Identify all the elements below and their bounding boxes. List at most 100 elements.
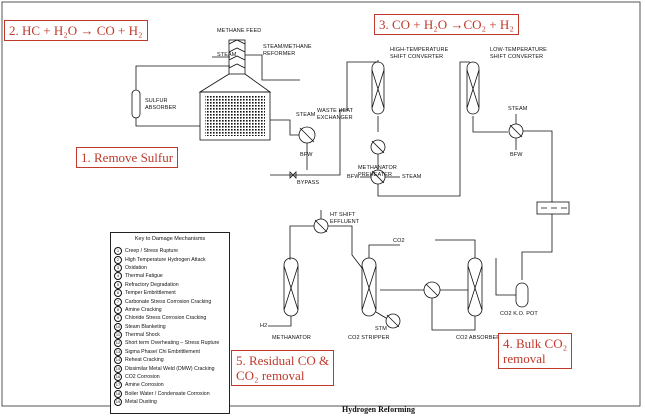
diagram-frame (1, 1, 641, 407)
co2-absorber-vessel (435, 239, 483, 317)
methane-feed-label: METHANE FEED (217, 28, 262, 34)
bypass-label: BYPASS (297, 180, 320, 186)
ht-effluent-label: HT SHIFT EFFLUENT (330, 212, 360, 225)
methanator-preheater-label: METHANATOR PREHEATER (358, 165, 397, 178)
h2-label: H2 (260, 323, 268, 329)
co2-stripper-label: CO2 STRIPPER (348, 335, 390, 341)
bfw-label-3: BFW (347, 174, 360, 180)
legend-item-number: 13 (114, 347, 122, 356)
co2-ko-pot-label: CO2 K.O. POT (500, 311, 538, 317)
legend-item-number: 18 (114, 389, 122, 398)
lean-rich-exchanger (380, 281, 476, 331)
lt-shift-label: LOW-TEMPERATURE SHIFT CONVERTER (490, 47, 547, 60)
callout-bulk-co2-line1: 4. Bulk CO₂ (503, 336, 568, 351)
legend-item-text: CO2 Corrosion (125, 374, 160, 381)
steam-lt-label: STEAM (508, 106, 528, 112)
ht-shift-converter (346, 60, 385, 132)
reformer-hood (198, 73, 272, 93)
reformer-box (199, 91, 271, 141)
legend-item-number: 6 (114, 289, 122, 298)
legend-item-number: 19 (114, 398, 122, 407)
legend-item-number: 3 (114, 263, 122, 272)
methanator-preheater (360, 61, 470, 197)
callout-remove-sulfur: 1. Remove Sulfur (76, 147, 179, 168)
legend-item-text: Carbonate Stress Corrosion Cracking (125, 298, 212, 305)
legend-item-number: 7 (114, 297, 122, 306)
legend-item-text: Thermal Shock (125, 332, 160, 339)
legend-item-number: 10 (114, 322, 122, 331)
legend-item-text: Refractory Degradation (125, 281, 179, 288)
callout-reforming: 2. HC + H₂O → CO + H₂ (4, 20, 148, 41)
co2-stripper-vessel (361, 244, 401, 329)
methanator-vessel (268, 257, 299, 327)
callout-residual-co: 5. Residual CO & CO₂ removal (231, 350, 335, 386)
legend-item-number: 4 (114, 272, 122, 281)
legend-item-text: Boiler Water / Condensate Corrosion (125, 390, 210, 397)
bfw-label-2: BFW (510, 152, 523, 158)
feed-lines (212, 54, 300, 81)
legend-item-number: 1 (114, 247, 122, 256)
steam-preheater-label: STEAM (402, 174, 422, 180)
legend-item-text: Temper Embrittlement (125, 290, 176, 297)
waste-heat-exchanger (270, 109, 347, 179)
legend-item-text: Sigma Phase/ Chi Embrittlement (125, 348, 200, 355)
legend-item-text: Metal Dusting (125, 399, 157, 406)
legend-item-number: 14 (114, 356, 122, 365)
reformer (198, 39, 272, 141)
legend-item-number: 15 (114, 364, 122, 373)
sulfur-absorber-label: SULFUR ABSORBER (145, 98, 177, 111)
lt-shift-converter (466, 61, 553, 202)
co2-top-label: CO2 (393, 238, 405, 244)
reformer-chevrons (228, 39, 246, 69)
legend-item-text: Steam Blanketing (125, 323, 166, 330)
bypass-valve (289, 171, 297, 179)
legend-item-number: 5 (114, 280, 122, 289)
bfw-label-1: BFW (300, 152, 313, 158)
co2-ko-pot (495, 258, 529, 308)
methanator-label: METHANATOR (272, 335, 311, 341)
diagram-title: Hydrogen Reforming (342, 405, 415, 414)
legend-item-text: Dissimilar Metal Weld (DMW) Cracking (125, 365, 215, 372)
legend-item-number: 16 (114, 373, 122, 382)
legend-item-text: Reheat Cracking (125, 357, 164, 364)
legend-item-text: Amine Cracking (125, 306, 162, 313)
legend-item-text: Chloride Stress Corrosion Cracking (125, 315, 207, 322)
air-cooler (521, 201, 570, 280)
callout-residual-co-line1: 5. Residual CO & (236, 353, 330, 368)
waste-heat-exchanger-label: WASTE HEAT EXCHANGER (317, 108, 354, 121)
legend-item-number: 9 (114, 314, 122, 323)
legend-title: Key to Damage Mechanisms (134, 236, 206, 242)
legend-item-number: 8 (114, 305, 122, 314)
callout-shift: 3. CO + H₂O →CO₂ + H₂ (374, 14, 519, 35)
callout-residual-co-line2: CO₂ removal (236, 368, 305, 383)
co2-absorber-label: CO2 ABSORBER (456, 335, 501, 341)
legend-item-number: 17 (114, 381, 122, 390)
legend-item-text: High Temperature Hydrogen Attack (125, 256, 206, 263)
legend-item-text: Creep / Stress Rupture (125, 248, 179, 255)
sulfur-absorber (131, 65, 212, 127)
callout-bulk-co2: 4. Bulk CO₂ removal (498, 333, 573, 369)
legend-item-text: Oxidation (125, 264, 147, 271)
